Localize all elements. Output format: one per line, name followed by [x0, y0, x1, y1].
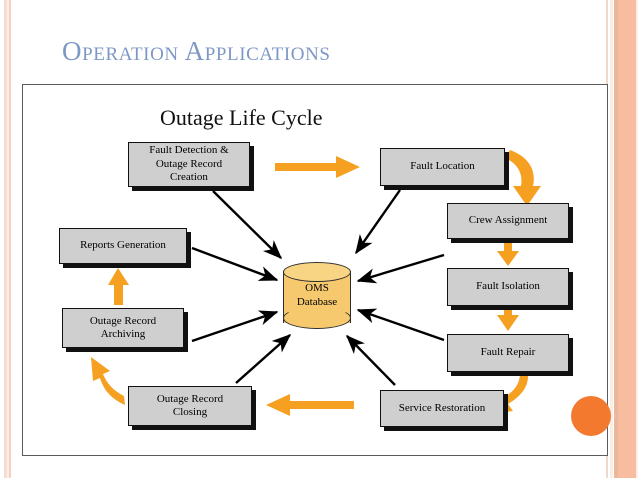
- node-oms-database[interactable]: OMS Database: [283, 262, 351, 330]
- diagram-title: Outage Life Cycle: [160, 105, 323, 130]
- node-fault-repair[interactable]: Fault Repair: [447, 334, 569, 372]
- decorative-orange-circle: [571, 396, 611, 436]
- db-label-line1: OMS: [305, 282, 329, 294]
- node-fault-isolation[interactable]: Fault Isolation: [447, 268, 569, 306]
- left-stripe-3: [9, 0, 11, 478]
- db-label: OMS Database: [283, 282, 351, 310]
- right-stripe-2: [610, 0, 613, 478]
- right-stripe-4: [618, 0, 636, 478]
- node-fault-detection[interactable]: Fault Detection & Outage Record Creation: [128, 142, 250, 187]
- left-stripe-1: [4, 0, 7, 478]
- node-fault-detection-label: Fault Detection & Outage Record Creation: [149, 144, 229, 184]
- node-fault-repair-label: Fault Repair: [480, 346, 536, 359]
- db-cylinder-top: [283, 262, 351, 282]
- node-fault-isolation-label: Fault Isolation: [476, 280, 540, 293]
- node-crew-assignment[interactable]: Crew Assignment: [447, 203, 569, 239]
- node-fault-location[interactable]: Fault Location: [380, 148, 505, 186]
- node-service-restoration[interactable]: Service Restoration: [380, 390, 504, 427]
- node-reports-generation-label: Reports Generation: [80, 239, 166, 252]
- node-outage-record-closing-label: Outage Record Closing: [156, 392, 224, 418]
- left-stripe-2: [7, 0, 9, 478]
- node-crew-assignment-label: Crew Assignment: [468, 214, 548, 227]
- slide-title: Operation Applications: [62, 36, 331, 66]
- node-outage-record-archiving[interactable]: Outage Record Archiving: [62, 308, 184, 348]
- right-stripe-5: [636, 0, 638, 478]
- node-reports-generation[interactable]: Reports Generation: [59, 228, 187, 264]
- db-cylinder-bottom: [283, 307, 351, 329]
- db-label-line2: Database: [296, 295, 338, 308]
- node-fault-location-label: Fault Location: [410, 160, 475, 173]
- node-outage-record-archiving-label: Outage Record Archiving: [89, 314, 157, 340]
- node-outage-record-closing[interactable]: Outage Record Closing: [128, 386, 252, 426]
- right-stripe-3: [614, 0, 618, 478]
- node-service-restoration-label: Service Restoration: [398, 401, 486, 414]
